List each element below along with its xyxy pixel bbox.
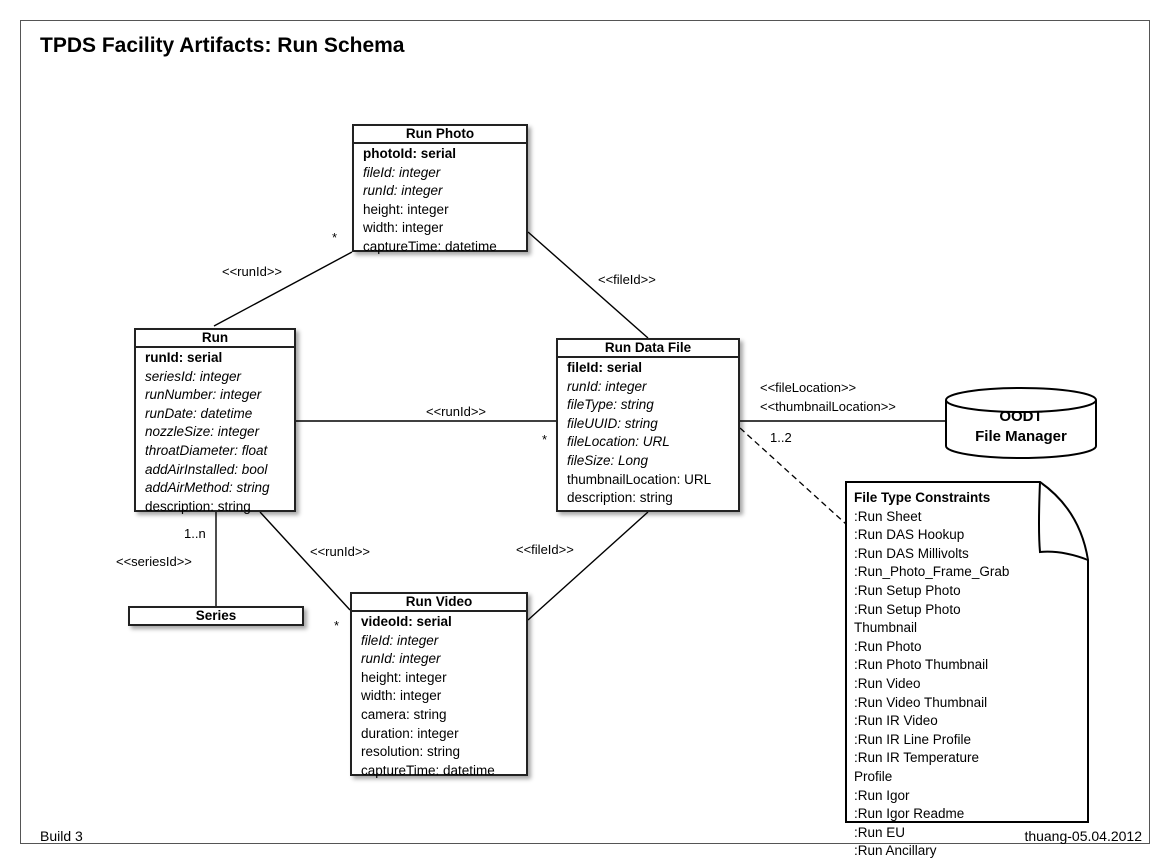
entity-run-video[interactable]: Run Video videoId: serial fileId: intege… bbox=[350, 592, 528, 778]
diagram-title: TPDS Facility Artifacts: Run Schema bbox=[40, 34, 405, 57]
field: description: string bbox=[145, 498, 251, 514]
field: captureTime: datetime bbox=[363, 238, 497, 254]
entity-run[interactable]: Run runId: serial seriesId: integer runN… bbox=[134, 328, 296, 514]
file-manager-line2: File Manager bbox=[975, 428, 1067, 445]
foreign-key-field: seriesId: integer bbox=[145, 368, 242, 384]
label-filelocation: <<fileLocation>> bbox=[760, 380, 857, 395]
foreign-key-field: runId: integer bbox=[567, 378, 647, 394]
field: runDate: datetime bbox=[145, 405, 253, 421]
entity-header: Run Video bbox=[352, 594, 526, 612]
field: throatDiameter: float bbox=[145, 442, 268, 458]
note-item: :Run Photo Thumbnail bbox=[854, 657, 989, 673]
label-fileid-photo: <<fileId>> bbox=[598, 272, 656, 287]
note-heading: File Type Constraints bbox=[854, 490, 991, 505]
note-item: :Run IR Line Profile bbox=[854, 731, 972, 747]
field: height: integer bbox=[361, 669, 447, 685]
foreign-key-field: fileId: integer bbox=[361, 632, 439, 648]
database-icon bbox=[945, 387, 1097, 459]
field: camera: string bbox=[361, 706, 447, 722]
field: runNumber: integer bbox=[145, 387, 262, 403]
field: resolution: string bbox=[361, 744, 461, 760]
field: thumbnailLocation: URL bbox=[567, 471, 712, 487]
primary-key-field: videoId: serial bbox=[361, 614, 452, 629]
field: addAirMethod: string bbox=[145, 480, 270, 496]
primary-key-field: fileId: serial bbox=[567, 360, 643, 375]
label-fileid-video: <<fileId>> bbox=[516, 542, 574, 557]
note-item: :Run EU bbox=[854, 824, 906, 840]
file-manager-line1: OODT bbox=[999, 408, 1043, 425]
field: fileSize: Long bbox=[567, 452, 649, 468]
field: fileLocation: URL bbox=[567, 434, 670, 450]
field: height: integer bbox=[363, 201, 449, 217]
multiplicity-datafile: * bbox=[542, 432, 548, 447]
assoc-datafile-video bbox=[527, 511, 649, 621]
field: nozzleSize: integer bbox=[145, 424, 260, 440]
label-seriesid: <<seriesId>> bbox=[116, 554, 192, 569]
note-item: :Run Sheet bbox=[854, 508, 922, 524]
note-anchor-line bbox=[739, 427, 847, 525]
multiplicity-photo: * bbox=[332, 230, 338, 245]
label-runid-video: <<runId>> bbox=[310, 544, 370, 559]
assoc-run-video bbox=[259, 511, 351, 611]
note-item: :Run Ancillary bbox=[854, 843, 937, 859]
field: fileUUID: string bbox=[567, 415, 658, 431]
note-item: :Run Video Thumbnail bbox=[854, 694, 988, 710]
diagram-frame bbox=[20, 20, 1150, 844]
entity-header: Series bbox=[195, 608, 237, 623]
field: addAirInstalled: bool bbox=[145, 461, 268, 477]
footer-build: Build 3 bbox=[40, 828, 83, 844]
entity-header: Run Data File bbox=[558, 340, 738, 358]
field: duration: integer bbox=[361, 725, 459, 741]
entity-run-data-file[interactable]: Run Data File fileId: serial runId: inte… bbox=[556, 338, 740, 512]
assoc-photo-datafile bbox=[527, 231, 649, 339]
label-thumbnaillocation: <<thumbnailLocation>> bbox=[760, 399, 896, 414]
multiplicity-video: * bbox=[334, 618, 340, 633]
note-item: :Run Setup Photo Thumbnail bbox=[854, 601, 961, 636]
note-item: :Run Igor bbox=[854, 787, 910, 803]
entity-header: Run Photo bbox=[354, 126, 526, 144]
multiplicity-series: 1..n bbox=[184, 526, 206, 541]
primary-key-field: runId: serial bbox=[145, 350, 223, 365]
note-item: :Run IR Video bbox=[854, 713, 938, 729]
note-item: :Run Video bbox=[854, 675, 921, 691]
field: width: integer bbox=[363, 220, 444, 236]
label-runid-datafile: <<runId>> bbox=[426, 404, 486, 419]
file-manager[interactable]: OODT File Manager bbox=[946, 407, 1096, 447]
assoc-run-photo bbox=[213, 251, 353, 327]
primary-key-field: photoId: serial bbox=[363, 146, 457, 161]
entity-run-photo[interactable]: Run Photo photoId: serial fileId: intege… bbox=[352, 124, 528, 254]
field: fileType: string bbox=[567, 397, 654, 413]
foreign-key-field: runId: integer bbox=[363, 183, 443, 199]
field: description: string bbox=[567, 490, 673, 506]
field: captureTime: datetime bbox=[361, 762, 495, 778]
multiplicity-note: 1..2 bbox=[770, 430, 792, 445]
footer-author-date: thuang-05.04.2012 bbox=[1024, 828, 1142, 844]
note-item: :Run Setup Photo bbox=[854, 582, 961, 598]
entity-header: Run bbox=[136, 330, 294, 348]
field: width: integer bbox=[361, 688, 442, 704]
note-item: :Run Igor Readme bbox=[854, 806, 965, 822]
note-item: :Run DAS Millivolts bbox=[854, 545, 969, 561]
note-shape bbox=[845, 481, 1089, 823]
note-item: :Run Photo bbox=[854, 638, 922, 654]
foreign-key-field: fileId: integer bbox=[363, 164, 441, 180]
note-item: :Run DAS Hookup bbox=[854, 527, 965, 543]
note-item: :Run_Photo_Frame_Grab bbox=[854, 564, 1010, 580]
label-runid-photo: <<runId>> bbox=[222, 264, 282, 279]
entity-series[interactable]: Series bbox=[128, 606, 304, 626]
foreign-key-field: runId: integer bbox=[361, 651, 441, 667]
note-item: :Run IR Temperature Profile bbox=[854, 750, 980, 784]
